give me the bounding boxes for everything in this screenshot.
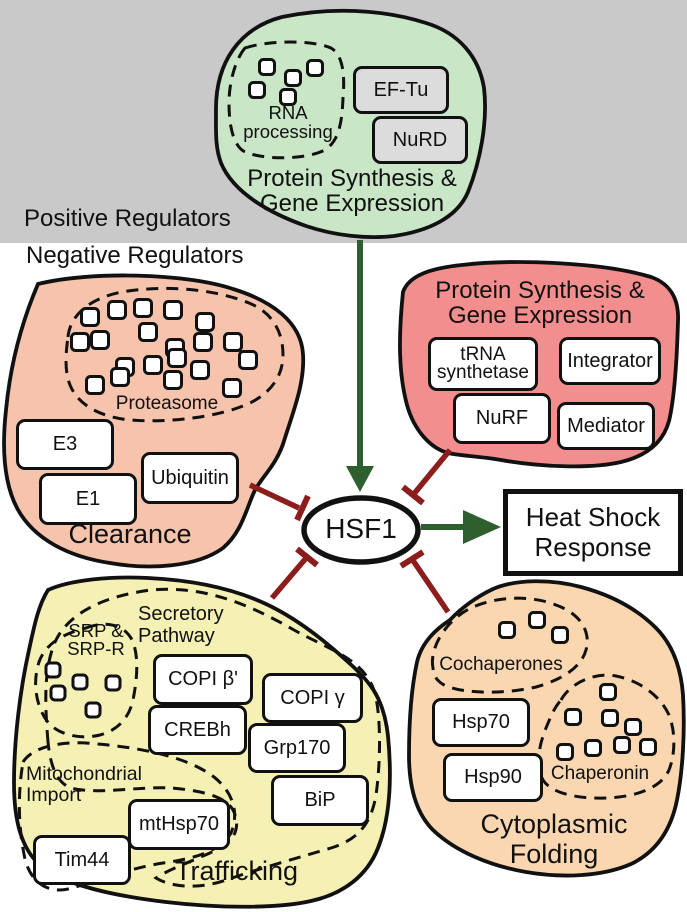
srp-region	[34, 622, 139, 739]
rna-processing-square	[248, 81, 266, 99]
trna-synthetase-box: tRNA synthetase	[428, 337, 538, 391]
crebh-box: CREBh	[148, 705, 247, 755]
green-blob-title: Protein Synthesis & Gene Expression	[247, 165, 457, 218]
chaperonin-square	[613, 736, 631, 754]
chaperonin-square	[639, 738, 657, 756]
chaperonin-square	[556, 743, 574, 761]
srp-square	[104, 674, 122, 692]
srp-squares	[44, 661, 122, 719]
proteasome-squares	[70, 298, 258, 398]
secretory-pathway-label: Secretory Pathway	[138, 603, 224, 647]
proteasome-square	[167, 348, 187, 368]
chaperonin-label: Chaperonin	[550, 763, 650, 784]
proteasome-square	[193, 332, 213, 352]
srp-square	[44, 661, 62, 679]
cochaperones-square	[528, 611, 546, 629]
proteasome-region	[64, 286, 285, 423]
proteasome-square	[195, 312, 215, 332]
inhibition-trafficking-to-hsf1	[269, 546, 319, 600]
cochaperones-label: Cochaperones	[439, 654, 563, 675]
mthsp70-box: mtHsp70	[128, 799, 230, 850]
cochaperones-region	[430, 596, 589, 694]
ef-tu-box: EF-Tu	[353, 66, 449, 114]
activation-arrow-hsf1-to-heat-shock	[421, 510, 501, 544]
cochaperones-square	[551, 626, 569, 644]
hsf1-node	[301, 495, 421, 565]
chaperonin-square	[624, 718, 642, 736]
copi-beta-box: COPI β'	[153, 654, 253, 705]
secretory-pathway-region	[44, 587, 382, 888]
rna-processing-squares	[248, 58, 324, 106]
proteasome-square	[80, 307, 100, 327]
inhibition-protein-synthesis-to-hsf1	[401, 448, 453, 506]
proteasome-square	[222, 378, 242, 398]
rna-processing-square	[306, 59, 324, 77]
chaperonin-square	[601, 709, 619, 727]
srp-square	[84, 701, 102, 719]
negative-regulators-label: Negative Regulators	[26, 242, 244, 269]
tim44-box: Tim44	[33, 835, 131, 885]
rna-processing-square	[258, 58, 276, 76]
hsp70-box: Hsp70	[432, 698, 530, 747]
inhibition-folding-to-hsf1	[399, 549, 451, 614]
proteasome-label: Proteasome	[115, 393, 219, 414]
grp170-box: Grp170	[248, 723, 346, 773]
hsf1-label: HSF1	[325, 513, 397, 544]
mitochondrial-import-region	[17, 741, 237, 892]
e3-box: E3	[16, 419, 114, 470]
hsp90-box: Hsp90	[443, 753, 543, 802]
chaperonin-squares	[556, 683, 657, 761]
bip-box: BiP	[271, 775, 369, 826]
proteasome-square	[238, 350, 258, 370]
inhibition-clearance-to-hsf1	[248, 482, 311, 522]
proteasome-square	[223, 332, 243, 352]
proteasome-square	[138, 322, 158, 342]
chaperonin-square	[564, 708, 582, 726]
mitochondrial-import-label: Mitochondrial Import	[26, 763, 142, 807]
proteasome-square	[107, 300, 127, 320]
trafficking-title: Trafficking	[174, 856, 299, 886]
chaperonin-square	[584, 739, 602, 757]
activation-arrow-green-blob-to-hsf1	[346, 240, 374, 492]
proteasome-square	[85, 375, 105, 395]
cochaperones-square	[498, 621, 516, 639]
proteasome-square	[70, 332, 90, 352]
clearance-title: Clearance	[68, 519, 192, 549]
cytoplasmic-folding-title: Cytoplasmic Folding	[480, 809, 628, 869]
proteasome-square	[143, 355, 163, 375]
ubiquitin-box: Ubiquitin	[141, 452, 239, 504]
integrator-box: Integrator	[559, 337, 661, 385]
rna-processing-region	[227, 40, 346, 160]
cochaperones-squares	[498, 611, 569, 644]
proteasome-square	[133, 298, 153, 318]
positive-regulators-label: Positive Regulators	[24, 205, 231, 232]
mediator-box: Mediator	[557, 402, 655, 450]
srp-square	[71, 673, 89, 691]
red-blob-title: Protein Synthesis & Gene Expression	[435, 277, 645, 330]
proteasome-square	[190, 360, 210, 380]
rna-processing-square	[279, 88, 297, 106]
srp-square	[49, 684, 67, 702]
nurd-box: NuRD	[372, 116, 468, 164]
e1-box: E1	[39, 473, 137, 525]
nurf-box: NuRF	[453, 393, 551, 444]
rna-processing-label: RNA processing	[243, 102, 333, 142]
proteasome-square	[163, 370, 183, 390]
chaperonin-region	[537, 673, 676, 800]
copi-gamma-box: COPI γ	[262, 673, 363, 723]
proteasome-square	[90, 330, 110, 350]
srp-label: SRP & SRP-R	[67, 620, 125, 660]
chaperonin-square	[599, 683, 617, 701]
proteasome-square	[163, 300, 183, 320]
rna-processing-square	[284, 69, 302, 87]
proteasome-square	[110, 367, 130, 387]
heat-shock-response-box: Heat Shock Response	[503, 489, 683, 576]
